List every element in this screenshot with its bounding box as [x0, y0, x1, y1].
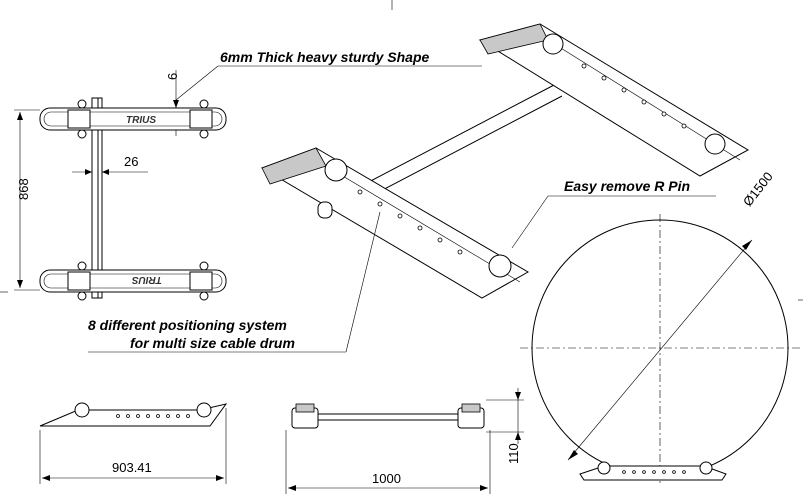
dim-height: 110: [506, 443, 521, 464]
dim-tube-width: 26: [124, 154, 138, 169]
brand-label-bottom: TRIUS: [132, 274, 162, 285]
dim-diameter: Ø1500: [740, 169, 776, 209]
drum-view: Ø1500: [520, 169, 800, 484]
top-bar: TRIUS: [39, 99, 227, 139]
dim-front-width: 1000: [372, 471, 401, 486]
dim-side-length: 903.41: [112, 460, 152, 475]
axle-tube-inner: [97, 97, 103, 299]
callout-plate-thickness: 6mm Thick heavy sturdy Shape: [220, 49, 430, 65]
bottom-bar: TRIUS: [39, 261, 227, 301]
callout-positioning-line1: 8 different positioning system: [88, 317, 287, 333]
dim-overall-width: 868: [16, 178, 31, 200]
callout-positioning-line2: for multi size cable drum: [130, 335, 295, 351]
side-view: 903.41: [39, 402, 228, 484]
front-view: 1000 110: [285, 388, 524, 494]
callout-easy-pin: Easy remove R Pin: [564, 178, 690, 194]
positioning-holes: [357, 63, 687, 255]
dim-thickness: 6: [165, 73, 180, 80]
isometric-view: [260, 23, 750, 299]
top-view: TRIUS TRIUS 868 26 6: [14, 70, 227, 301]
brand-label-top: TRIUS: [126, 115, 156, 126]
